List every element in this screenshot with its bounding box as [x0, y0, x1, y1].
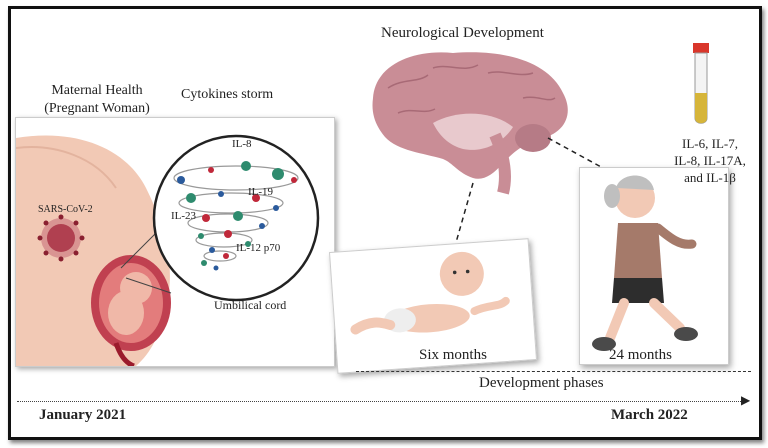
il23-label: IL-23 — [171, 210, 197, 222]
timeline-line — [17, 401, 745, 402]
il12-label: IL-12 p70 — [236, 242, 281, 254]
maternal-health-label: Maternal Health (Pregnant Woman) — [44, 83, 150, 116]
neurological-development-label: Neurological Development — [381, 25, 544, 41]
end-date-label: March 2022 — [611, 407, 688, 423]
il19-label: IL-19 — [248, 186, 274, 198]
cytokines-storm-label: Cytokines storm — [181, 87, 274, 102]
six-months-label: Six months — [419, 347, 487, 363]
il8-label: IL-8 — [232, 138, 252, 150]
timeline-arrowhead: ▶ — [741, 393, 751, 407]
maternal-panel: SARS-CoV-2 IL-8 IL-19 IL-23 IL-12 p70 Um… — [15, 117, 335, 367]
toddler-illustration — [592, 175, 698, 351]
pregnant-woman-illustration — [16, 134, 320, 366]
sars-cov-2-label: SARS-CoV-2 — [38, 204, 93, 215]
twenty-four-months-card — [579, 167, 729, 365]
twenty-four-months-label: 24 months — [609, 347, 672, 363]
cytokine-markers-label: IL-6, IL-7, IL-8, IL-17A, and IL-1β — [674, 136, 746, 185]
six-months-card — [328, 238, 538, 374]
figure-frame: Neurological Development Maternal Health… — [8, 6, 762, 440]
brain-illustration — [372, 43, 709, 254]
baby-illustration — [350, 251, 510, 335]
development-phases-divider — [356, 371, 751, 372]
umbilical-cord-label: Umbilical cord — [214, 298, 287, 312]
development-phases-label: Development phases — [479, 375, 604, 391]
start-date-label: January 2021 — [39, 407, 127, 423]
